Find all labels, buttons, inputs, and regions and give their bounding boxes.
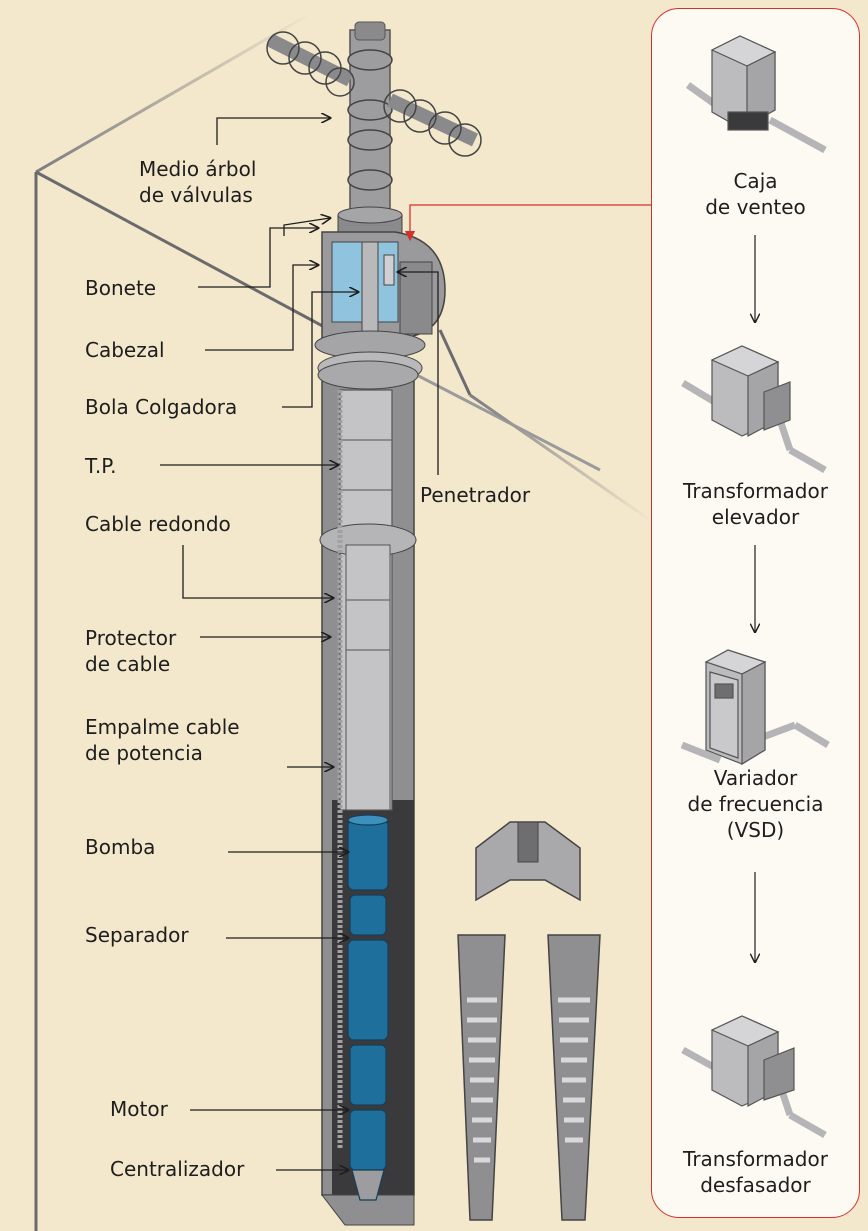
pump-stage-cutaways [457,821,601,1221]
label-separador: Separador [85,923,189,947]
step-up-transformer-icon [681,345,827,474]
vsd-cabinet-icon [680,649,830,766]
label-penetrador: Penetrador [420,483,531,507]
tubing-head [314,231,446,385]
phase-shift-transformer-icon [681,1015,827,1139]
label-cabezal: Cabezal [85,338,165,362]
label-tp: T.P. [85,454,117,478]
surface-connection-line [404,204,651,242]
label-bomba: Bomba [85,835,156,859]
label-motor: Motor [110,1097,168,1121]
vent-box-icon [685,35,827,154]
label-cable-redondo: Cable redondo [85,512,231,536]
esp-string [347,814,389,1201]
label-bonete: Bonete [85,276,157,300]
leader-lines [160,118,439,1170]
label-bola-colgadora: Bola Colgadora [85,395,238,419]
label-centralizador: Centralizador [110,1157,245,1181]
